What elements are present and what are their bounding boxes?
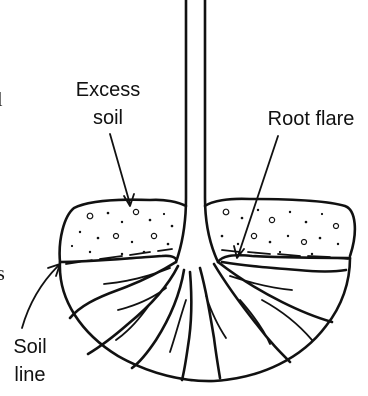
arrow-excess-soil bbox=[110, 134, 134, 206]
tree-trunk bbox=[176, 0, 218, 262]
label-soil-line-line1: Soil bbox=[13, 336, 46, 358]
label-soil-line-line2: line bbox=[14, 364, 45, 386]
roots bbox=[70, 262, 346, 380]
arrow-root-flare bbox=[234, 136, 278, 258]
label-excess-soil-line1: Excess bbox=[76, 79, 140, 101]
edge-fragment-top: l bbox=[0, 89, 3, 111]
label-excess-soil-line2: soil bbox=[93, 107, 123, 129]
edge-fragment-bottom: s bbox=[0, 263, 5, 285]
label-root-flare: Root flare bbox=[268, 108, 355, 130]
root-ball bbox=[60, 255, 350, 381]
arrow-soil-line bbox=[22, 264, 60, 328]
